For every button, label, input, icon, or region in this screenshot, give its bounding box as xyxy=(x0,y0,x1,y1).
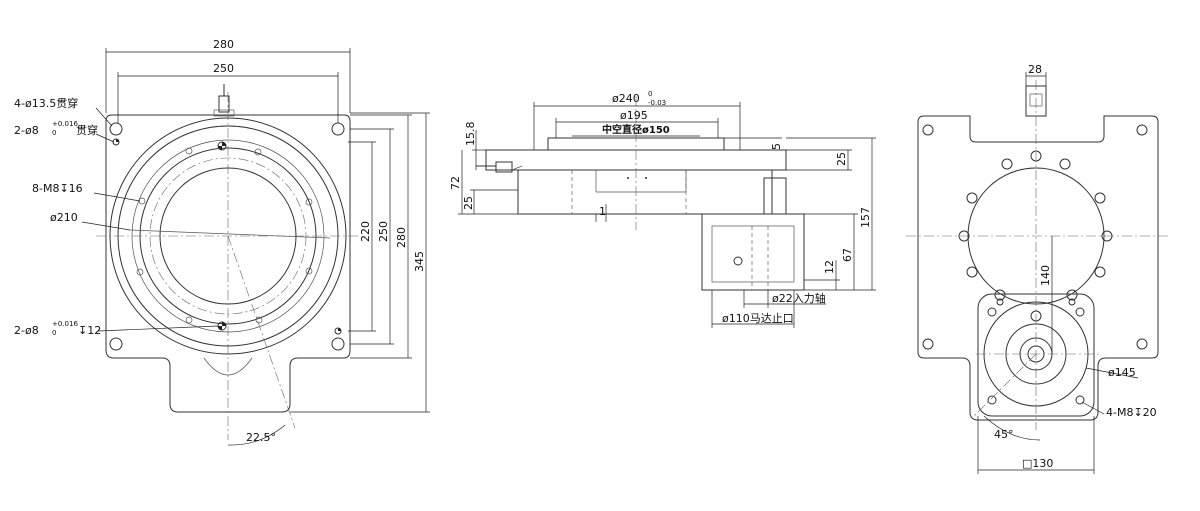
label-motor-spigot: ø110马达止口 xyxy=(722,312,794,325)
dim-220: 220 xyxy=(359,221,372,242)
label-pin-thru-tol-lower: 0 xyxy=(52,129,56,137)
r-corner-hole-tl xyxy=(922,124,934,136)
motor-adapter-inner xyxy=(711,225,795,283)
left-angle-ray xyxy=(227,235,296,429)
dim-72: 72 xyxy=(449,176,462,190)
dim-25-left: 25 xyxy=(462,196,475,210)
label-pin-thru-suffix: 贯穿 xyxy=(76,123,98,137)
corner-hole-br xyxy=(331,337,345,351)
body-block xyxy=(517,169,773,215)
left-lower-notch xyxy=(203,357,253,376)
dim-5: 5 xyxy=(770,143,783,150)
dim-157: 157 xyxy=(859,207,872,228)
r-bolt-holes xyxy=(958,150,1113,322)
dim-15-8: 15.8 xyxy=(464,122,477,147)
left-body-outline xyxy=(105,114,351,413)
diameter-leader xyxy=(129,229,331,239)
left-plug xyxy=(218,95,230,113)
label-pin-depth-tol-lower: 0 xyxy=(52,329,56,337)
label-pin-thru-tol-upper: +0.016 xyxy=(52,120,78,128)
side-screw xyxy=(733,256,743,266)
dim-140: 140 xyxy=(1039,265,1052,286)
left-angle-label: 22.5° xyxy=(246,431,276,444)
pin-holes xyxy=(112,138,342,335)
dim-250-height: 250 xyxy=(377,221,390,242)
dim-1: 1 xyxy=(599,205,606,218)
dim-28: 28 xyxy=(1028,63,1042,76)
label-pin-depth-suffix: ↧12 xyxy=(78,324,101,337)
corner-hole-tr xyxy=(331,122,345,136)
label-pin-depth-tol-upper: +0.016 xyxy=(52,320,78,328)
label-hollow: 中空直径ø150 xyxy=(602,123,670,136)
label-r-tapped: 4-M8↧20 xyxy=(1106,406,1157,419)
label-pin-depth-base: 2-ø8 xyxy=(14,324,39,337)
dim-345: 345 xyxy=(413,251,426,272)
left-plug-base xyxy=(213,109,235,117)
right-body-outline xyxy=(917,115,1159,421)
label-tapped-holes: 8-M8↧16 xyxy=(32,182,83,195)
middle-view: ø240 0 -0.03 ø195 中空直径ø150 15.8 72 25 1 … xyxy=(449,90,876,328)
label-diameter-210: ø210 xyxy=(50,211,78,224)
dim-250-width: 250 xyxy=(213,62,234,75)
left-view: 22.5° 280 250 220 250 280 345 4-ø13.5贯穿 … xyxy=(14,38,430,446)
dim-d195: ø195 xyxy=(620,109,648,122)
r-motor-flange xyxy=(977,293,1095,417)
r-corner-hole-tr xyxy=(1136,124,1148,136)
dim-67: 67 xyxy=(841,248,854,262)
dim-d240-tol-upper: 0 xyxy=(648,90,652,98)
label-thru-holes: 4-ø13.5贯穿 xyxy=(14,96,78,110)
label-pin-thru-base: 2-ø8 xyxy=(14,124,39,137)
dim-25-right: 25 xyxy=(835,152,848,166)
corner-hole-bl xyxy=(109,337,123,351)
r-angle-arc xyxy=(983,415,1041,441)
right-view: 28 140 ø145 4-M8↧20 45° □130 xyxy=(906,63,1170,474)
label-d145: ø145 xyxy=(1108,366,1136,379)
tapped-holes xyxy=(136,147,313,324)
r-corner-hole-br xyxy=(1136,338,1148,350)
r-motor-screws xyxy=(987,298,1085,405)
dim-280-width: 280 xyxy=(213,38,234,51)
r-corner-hole-bl xyxy=(922,338,934,350)
dim-12: 12 xyxy=(823,260,836,274)
dim-280-height: 280 xyxy=(395,227,408,248)
label-input-shaft: ø22入力轴 xyxy=(772,291,826,305)
dim-square-130: □130 xyxy=(1022,457,1053,470)
dim-d240-base: ø240 xyxy=(612,92,640,105)
dim-d240-tol-lower: -0.03 xyxy=(648,99,666,107)
mid-connector xyxy=(495,161,513,173)
corner-hole-tl xyxy=(109,122,123,136)
label-r-angle: 45° xyxy=(994,428,1014,441)
input-housing xyxy=(763,177,787,215)
r-angle-ray xyxy=(971,353,1037,419)
motor-adapter xyxy=(701,213,805,291)
left-angle-arc xyxy=(227,424,286,446)
